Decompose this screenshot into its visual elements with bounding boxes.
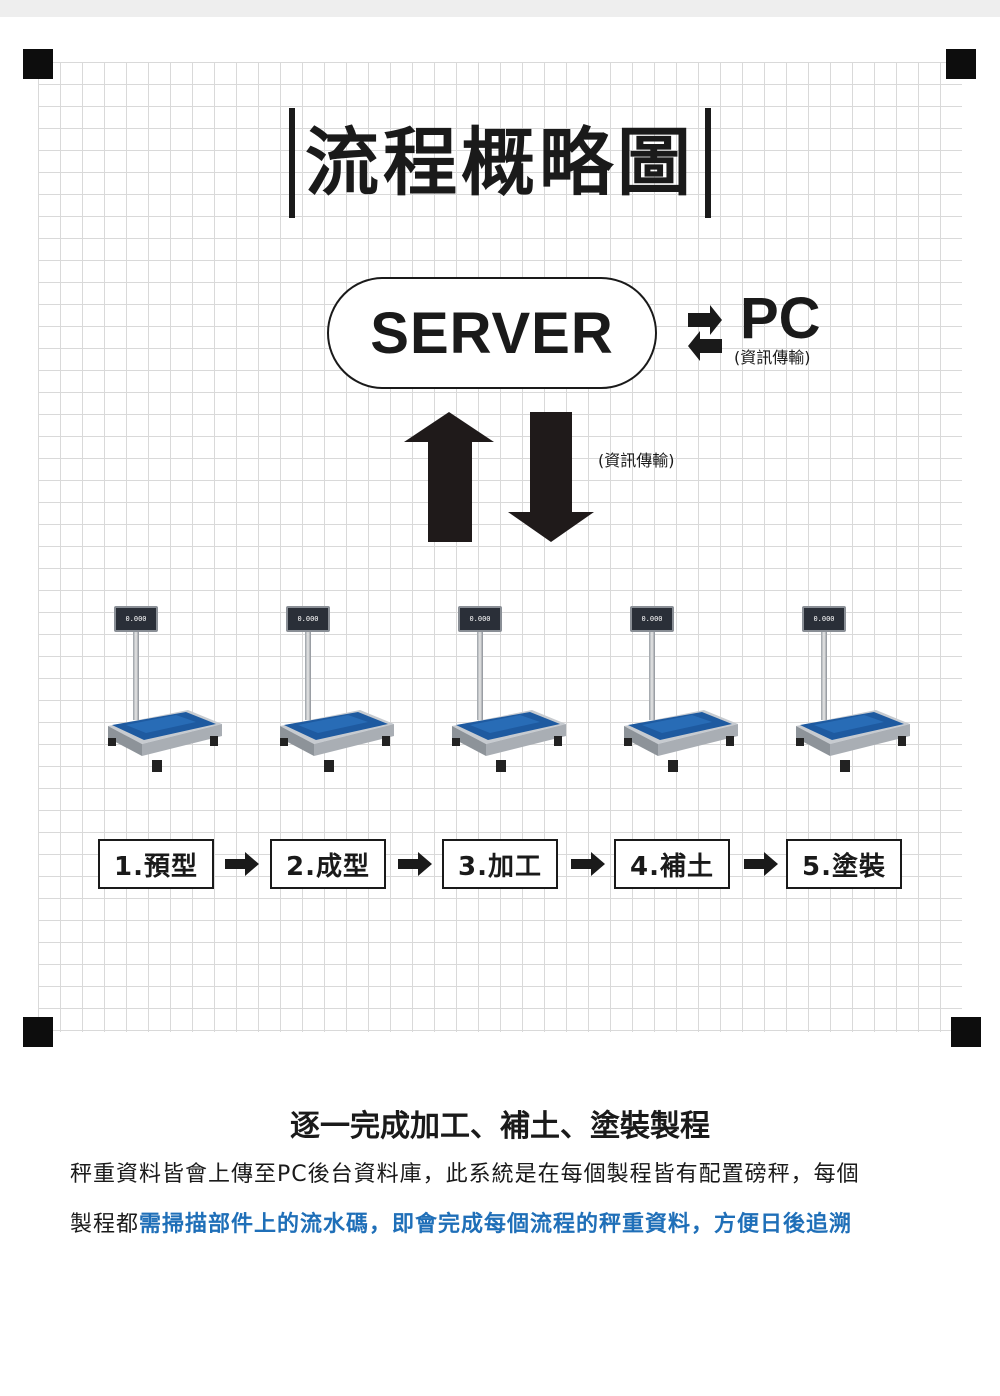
corner-mark-top-right bbox=[946, 49, 976, 79]
server-label: SERVER bbox=[370, 300, 614, 366]
title-bar-right bbox=[705, 108, 711, 218]
page-title: 流程概略圖 bbox=[0, 108, 1000, 218]
step-filling: 4.補土 bbox=[614, 839, 730, 889]
server-node: SERVER bbox=[327, 277, 657, 389]
corner-mark-top-left bbox=[23, 49, 53, 79]
step-machining: 3.加工 bbox=[442, 839, 558, 889]
scale-platform bbox=[108, 710, 222, 772]
scale-1: 0.000 bbox=[106, 606, 226, 786]
scale-display-value: 0.000 bbox=[297, 615, 319, 623]
scale-display-value: 0.000 bbox=[641, 615, 663, 623]
summary-heading: 逐一完成加工、補土、塗裝製程 bbox=[290, 1109, 710, 1144]
scale-pole bbox=[133, 632, 139, 720]
title-bar-left bbox=[289, 108, 295, 218]
scale-screen: 0.000 bbox=[286, 606, 330, 632]
scale-pole bbox=[305, 632, 311, 720]
arrow-right-icon bbox=[744, 852, 778, 876]
pc-node: PC bbox=[740, 286, 821, 351]
arrow-right-icon bbox=[398, 852, 432, 876]
vertical-transfer-note: (資訊傳輸) bbox=[598, 451, 675, 470]
summary-line-2-highlight: 需掃描部件上的流水碼，即會完成每個流程的秤重資料，方便日後追溯 bbox=[139, 1212, 853, 1237]
scale-pole bbox=[821, 632, 827, 720]
scale-platform bbox=[280, 710, 394, 772]
summary-line-2-plain: 製程都 bbox=[70, 1212, 140, 1237]
scale-pole bbox=[649, 632, 655, 720]
top-band bbox=[0, 0, 1000, 17]
scale-screen: 0.000 bbox=[802, 606, 846, 632]
step-label: 4.補土 bbox=[630, 851, 714, 882]
step-label: 2.成型 bbox=[286, 851, 370, 882]
corner-mark-bottom-right bbox=[951, 1017, 981, 1047]
scale-pole bbox=[477, 632, 483, 720]
step-label: 3.加工 bbox=[458, 851, 542, 882]
up-down-arrows-icon bbox=[404, 412, 594, 542]
scale-platform bbox=[624, 710, 738, 772]
scale-3: 0.000 bbox=[450, 606, 570, 786]
corner-mark-bottom-left bbox=[23, 1017, 53, 1047]
step-forming: 2.成型 bbox=[270, 839, 386, 889]
scale-screen: 0.000 bbox=[630, 606, 674, 632]
scale-platform bbox=[452, 710, 566, 772]
scale-5: 0.000 bbox=[794, 606, 914, 786]
step-painting: 5.塗裝 bbox=[786, 839, 902, 889]
summary-line-2: 製程都需掃描部件上的流水碼，即會完成每個流程的秤重資料，方便日後追溯 bbox=[70, 1210, 950, 1240]
arrow-right-icon bbox=[571, 852, 605, 876]
scale-display-value: 0.000 bbox=[125, 615, 147, 623]
scale-platform bbox=[796, 710, 910, 772]
scale-screen: 0.000 bbox=[458, 606, 502, 632]
scale-2: 0.000 bbox=[278, 606, 398, 786]
pc-transfer-note: (資訊傳輸) bbox=[734, 348, 811, 367]
swap-arrows-icon bbox=[688, 305, 722, 361]
summary-line-1: 秤重資料皆會上傳至PC後台資料庫，此系統是在每個製程皆有配置磅秤，每個 bbox=[70, 1162, 860, 1187]
arrow-right-icon bbox=[225, 852, 259, 876]
step-label: 1.預型 bbox=[114, 851, 198, 882]
step-preform: 1.預型 bbox=[98, 839, 214, 889]
scale-screen: 0.000 bbox=[114, 606, 158, 632]
scale-display-value: 0.000 bbox=[469, 615, 491, 623]
scale-4: 0.000 bbox=[622, 606, 742, 786]
page-title-text: 流程概略圖 bbox=[305, 120, 695, 206]
scale-display-value: 0.000 bbox=[813, 615, 835, 623]
step-label: 5.塗裝 bbox=[802, 851, 886, 882]
